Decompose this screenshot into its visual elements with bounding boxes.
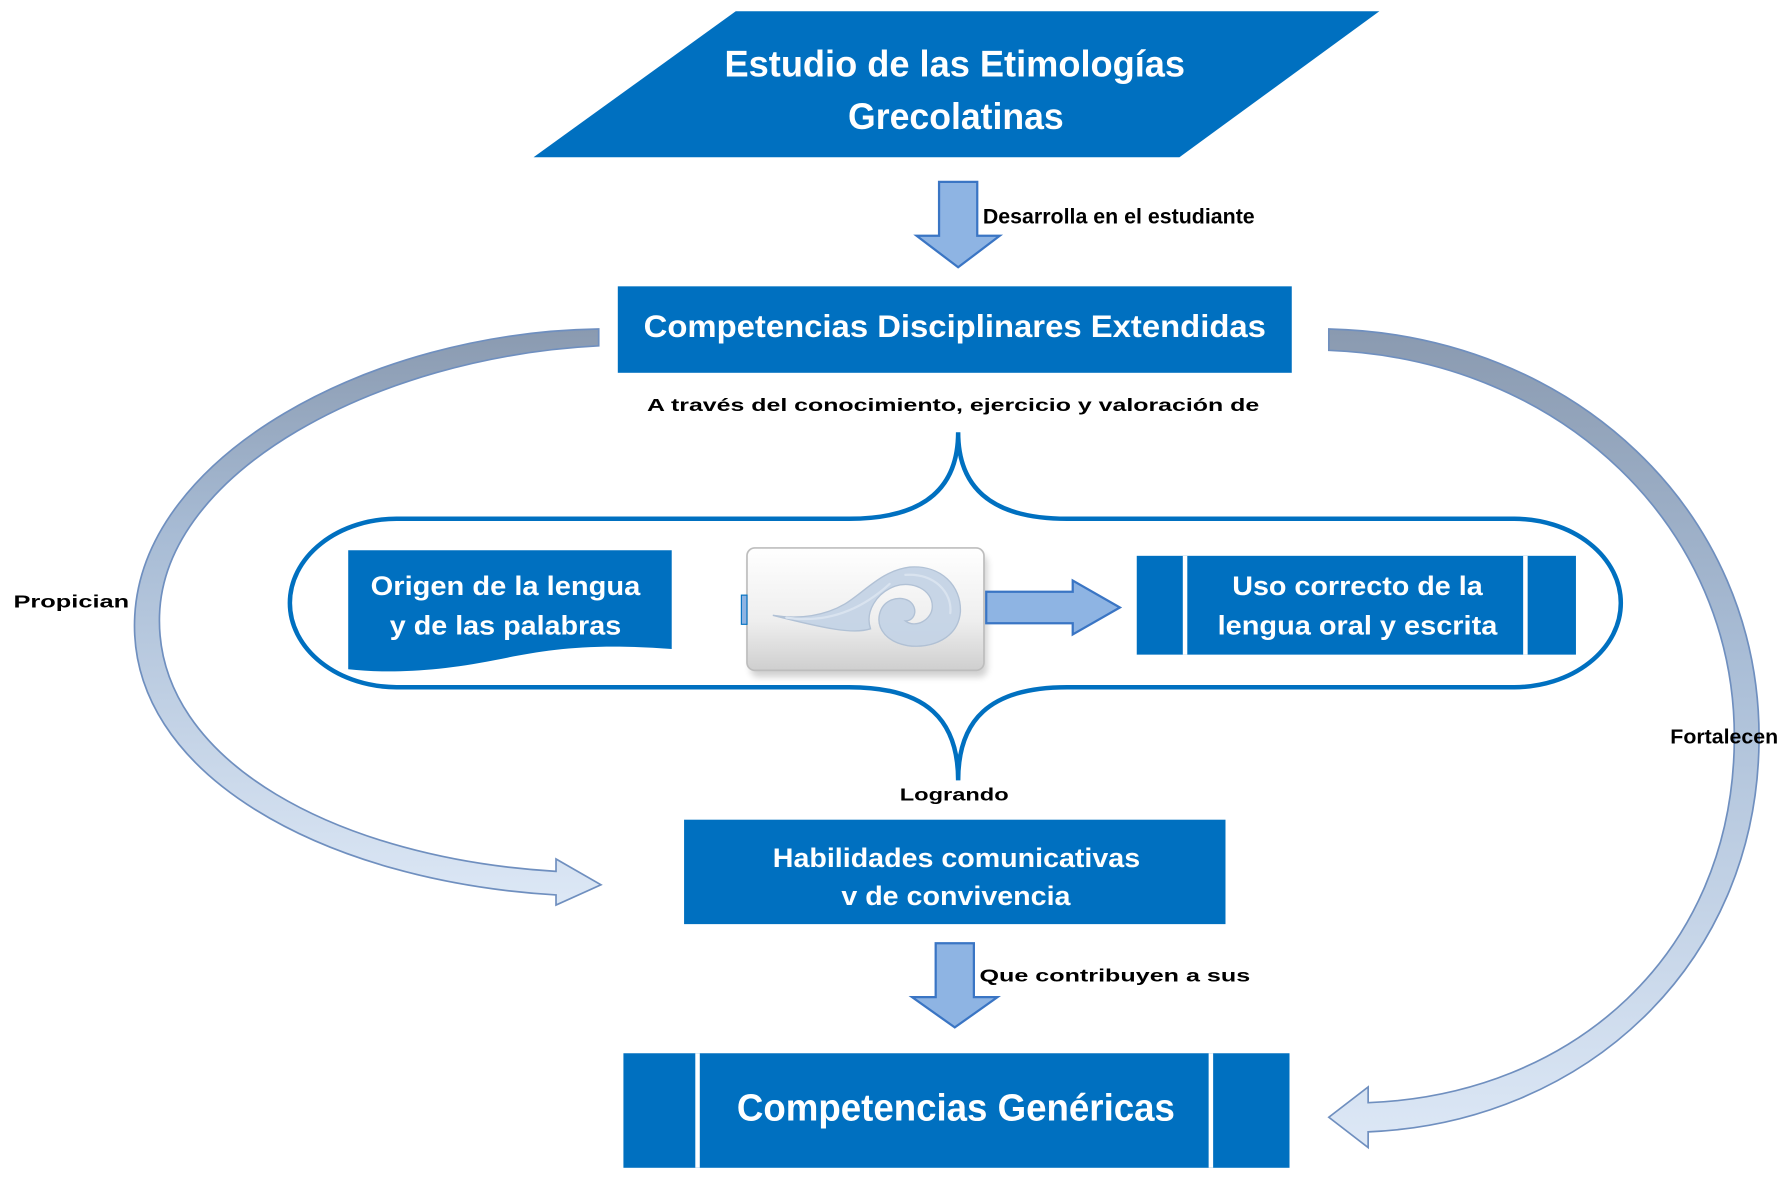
propician-curved-arrow [133,328,603,907]
node-competencias-genericas-shape [623,1053,1290,1168]
node-origen-shape [348,550,672,672]
label-propician: Propician [13,591,129,611]
node-competencias-disciplinares-shape [617,286,1292,373]
down-arrow-2 [908,942,1001,1029]
group-brace-outline [287,432,1624,781]
node-uso-correcto-line-1: Uso correcto de la [1232,571,1484,601]
swirl-icon [772,566,962,647]
node-habilidades-line-2: v de convivencia [841,881,1071,911]
node-competencias-disciplinares-label: Competencias Disciplinares Extendidas [644,309,1266,344]
node-estudio-line-1: Estudio de las Etimologías [725,42,1186,84]
node-estudio-shape [533,11,1380,158]
node-estudio-line-2: Grecolatinas [848,95,1064,137]
node-competencias-genericas-label: Competencias Genéricas [737,1087,1175,1130]
label-que-contribuyen: Que contribuyen a sus [979,965,1250,985]
node-origen-line-2: y de las palabras [390,610,621,640]
node-uso-correcto-shape [1136,555,1576,655]
label-desarrolla: Desarrolla en el estudiante [983,204,1255,228]
node-habilidades-shape [684,819,1226,925]
label-a-traves: A través del conocimiento, ejercicio y v… [647,395,1259,415]
fortalecen-curved-arrow [1327,328,1760,1150]
center-graphic-tab [740,594,748,625]
node-origen-line-1: Origen de la lengua [371,571,642,601]
label-logrando: Logrando [900,785,1009,805]
label-fortalecen: Fortalecen [1670,726,1778,748]
center-graphic [740,547,988,678]
node-habilidades-line-1: Habilidades comunicativas [773,843,1140,873]
node-uso-correcto-line-2: lengua oral y escrita [1218,610,1499,640]
right-arrow [985,578,1123,637]
down-arrow-1 [913,180,1004,269]
